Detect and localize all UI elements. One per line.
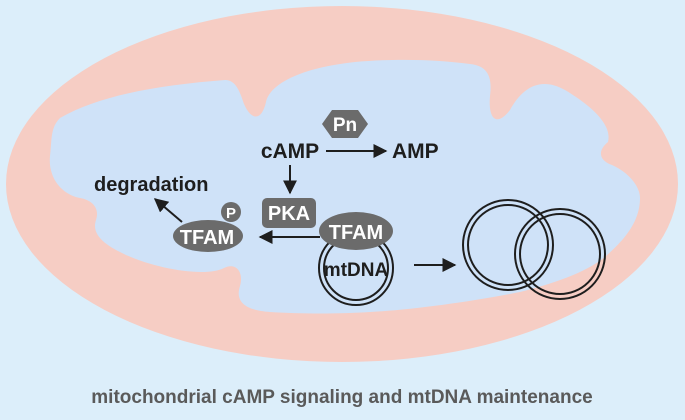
tfam-bound-ellipse xyxy=(319,212,393,250)
caption: mitochondrial cAMP signaling and mtDNA m… xyxy=(91,387,592,408)
amp-label: AMP xyxy=(392,140,439,163)
pka-box xyxy=(262,198,316,228)
tfam-bound-label: TFAM xyxy=(329,222,383,244)
camp-label: cAMP xyxy=(261,140,319,163)
tfam-phospho-label: TFAM xyxy=(180,227,234,249)
mtdna-ring-left-inner xyxy=(467,204,549,286)
phosphate-label: P xyxy=(226,205,236,222)
tfam-phospho-ellipse xyxy=(173,220,243,252)
mtdna-ring-right-outer xyxy=(514,208,606,300)
mtdna-ring-left-outer xyxy=(462,199,554,291)
pka-label: PKA xyxy=(268,203,310,225)
pn-hexagon xyxy=(322,110,368,138)
pn-label: Pn xyxy=(333,115,357,136)
degradation-arrow xyxy=(153,198,183,223)
mtdna-ring-right-inner xyxy=(519,213,601,295)
replicated-mtdna xyxy=(462,199,606,300)
mtdna-label: mtDNA xyxy=(324,260,389,281)
phosphate-circle xyxy=(221,202,241,222)
degradation-label: degradation xyxy=(94,174,208,196)
